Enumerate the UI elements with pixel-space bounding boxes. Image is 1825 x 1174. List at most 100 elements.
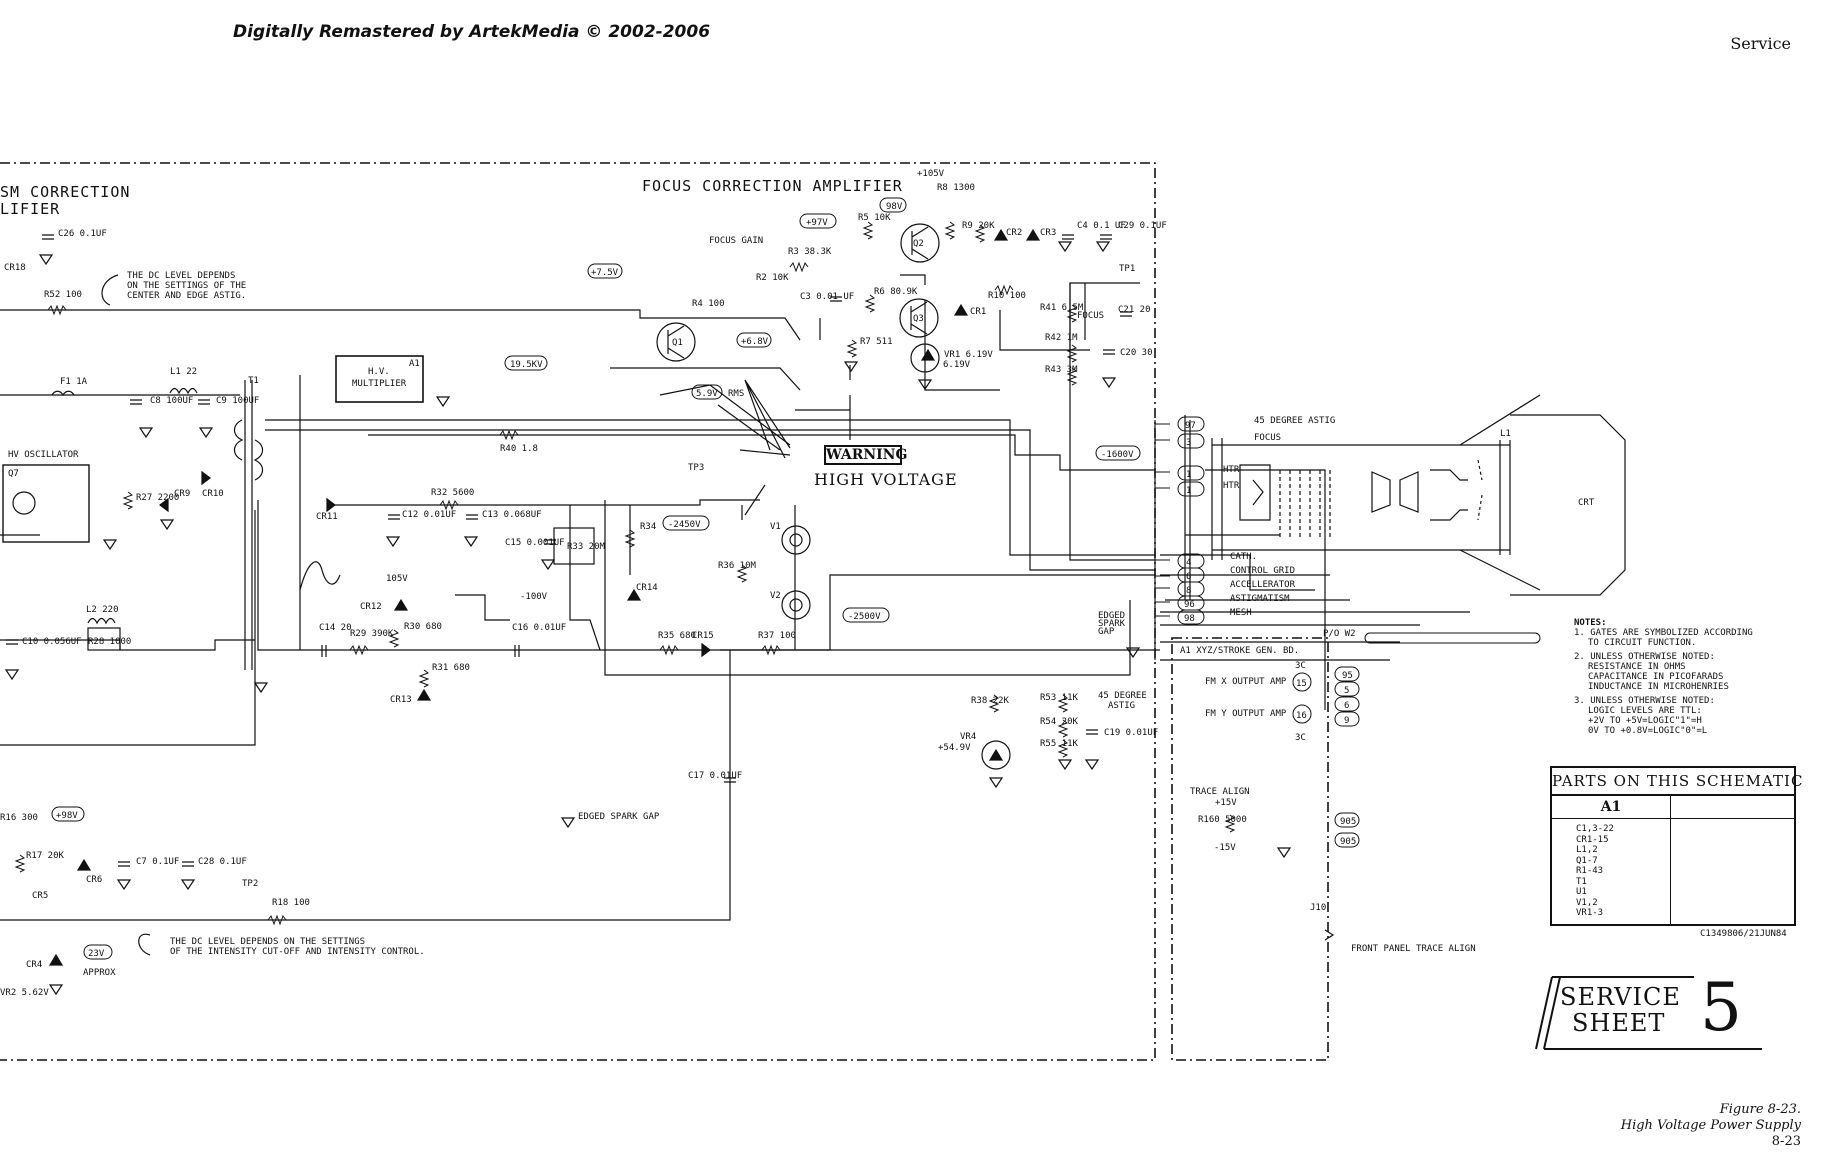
- component-label: R35 680: [658, 631, 696, 641]
- dc-level-note-2-line2: OF THE INTENSITY CUT-OFF AND INTENSITY C…: [170, 947, 425, 957]
- edged-spark-gap-label: EDGED SPARK GAP: [578, 812, 660, 822]
- title-prism-correction: SM CORRECTION: [0, 183, 130, 201]
- connector-pin: 4: [1186, 558, 1191, 568]
- component-label: R54 20K: [1040, 717, 1079, 727]
- component-label: VR2 5.62V: [0, 988, 49, 998]
- note-line: 1. GATES ARE SYMBOLIZED ACCORDING: [1574, 628, 1753, 638]
- high-voltage-label: HIGH VOLTAGE: [814, 470, 958, 489]
- component-label: CR4: [26, 960, 42, 970]
- component-label: L2 220: [86, 605, 119, 615]
- component-label: TP2: [242, 879, 258, 889]
- component-label: V1: [770, 522, 781, 532]
- component-label: C4 0.1 UF: [1077, 221, 1126, 231]
- component-label: R41 6.5M: [1040, 303, 1084, 313]
- connector-pin: 6: [1186, 572, 1191, 582]
- note-line: +2V TO +5V=LOGIC"1"=H: [1588, 716, 1702, 726]
- service-sheet-line1: SERVICE: [1560, 983, 1681, 1011]
- parts-item: C1,3-22: [1576, 824, 1614, 834]
- board-pin: J10: [1310, 903, 1326, 913]
- component-label: C20 30: [1120, 348, 1153, 358]
- component-label: Q1: [672, 338, 683, 348]
- component-label: R6 80.9K: [874, 287, 918, 297]
- component-label: R43 3M: [1045, 365, 1078, 375]
- board-pin: 905: [1340, 837, 1356, 847]
- edged-spark-gap-2-line1: EDGED: [1098, 611, 1125, 621]
- component-label: C13 0.068UF: [482, 510, 542, 520]
- component-label: CR6: [86, 875, 102, 885]
- component-label: R17 20K: [26, 851, 65, 861]
- component-label: CR2: [1006, 228, 1022, 238]
- component-label: C12 0.01UF: [402, 510, 456, 520]
- component-label: R160 5000: [1198, 815, 1247, 825]
- connector-pin: 8: [1186, 586, 1191, 596]
- crt-connection-label: ASTIGMATISM: [1230, 594, 1290, 604]
- parts-item: CR1-15: [1576, 834, 1609, 845]
- page-number: 8-23: [1771, 1134, 1801, 1149]
- component-label: TP1: [1119, 264, 1135, 274]
- parts-item: R1-43: [1576, 866, 1604, 876]
- note-line: 2. UNLESS OTHERWISE NOTED:: [1574, 652, 1715, 662]
- voltage-label: -1600V: [1101, 450, 1134, 460]
- hv-oscillator-label: HV OSCILLATOR: [8, 450, 79, 460]
- component-label: A1: [409, 359, 420, 369]
- service-sheet-frame: [1535, 976, 1762, 1050]
- board-pin: 9: [1344, 716, 1349, 726]
- crt-connection-label: CONTROL GRID: [1230, 566, 1295, 576]
- voltage-label: 6.19V: [943, 360, 971, 370]
- dc-level-note-1-line2: ON THE SETTINGS OF THE: [127, 281, 246, 291]
- component-label: Q7: [8, 469, 19, 479]
- component-label: C26 0.1UF: [58, 229, 107, 239]
- component-label: Q2: [913, 239, 924, 249]
- board-pin: 6: [1344, 701, 1349, 711]
- component-label: R28 1000: [88, 637, 131, 647]
- crt-connection-label: HTR: [1223, 481, 1240, 491]
- component-label: R42 1M: [1045, 333, 1078, 343]
- component-label: R30 680: [404, 622, 442, 632]
- service-sheet-line2: SHEET: [1572, 1009, 1666, 1037]
- warning-box: WARNING: [824, 445, 908, 465]
- component-label: R40 1.8: [500, 444, 538, 454]
- component-label: R10 100: [988, 291, 1026, 301]
- astig-45-line2: ASTIG: [1108, 701, 1135, 711]
- title-focus-correction-amplifier: FOCUS CORRECTION AMPLIFIER: [642, 177, 903, 195]
- component-label: TP3: [688, 463, 704, 473]
- connector-pin: 1: [1186, 470, 1191, 480]
- component-label: CR3: [1040, 228, 1056, 238]
- parts-item: L1,2: [1576, 845, 1598, 855]
- component-label: R4 100: [692, 299, 725, 309]
- parts-table-divider: [1670, 818, 1671, 924]
- voltage-label: 19.5KV: [510, 360, 543, 370]
- parts-table-empty-header: [1671, 796, 1794, 819]
- section-label: Service: [1730, 34, 1791, 53]
- voltage-label: 23V: [88, 949, 105, 959]
- voltage-label: +98V: [56, 811, 78, 821]
- parts-table-column-a1: A1: [1552, 796, 1671, 819]
- note-line: TO CIRCUIT FUNCTION.: [1588, 638, 1697, 648]
- component-label: C21 20: [1118, 305, 1151, 315]
- component-label: VR1 6.19V: [944, 350, 993, 360]
- board-pin: 3C: [1295, 733, 1306, 743]
- voltage-label: +97V: [806, 218, 828, 228]
- component-label: R8 1300: [937, 183, 975, 193]
- figure-caption: Figure 8-23. High Voltage Power Supply 8…: [1621, 1102, 1801, 1150]
- parts-table: PARTS ON THIS SCHEMATIC A1 C1,3-22 CR1-1…: [1550, 766, 1802, 926]
- component-label: CR10: [202, 489, 224, 499]
- edged-spark-gap-2-line2: SPARK: [1098, 619, 1126, 629]
- voltage-label: +7.5V: [591, 268, 619, 278]
- voltage-label: 105V: [386, 574, 408, 584]
- voltage-label: +105V: [917, 169, 945, 179]
- note-line: 3. UNLESS OTHERWISE NOTED:: [1574, 696, 1715, 706]
- component-label: CR1: [970, 307, 986, 317]
- component-label: L1 22: [170, 367, 197, 377]
- component-label: C9 100UF: [216, 396, 259, 406]
- component-label: C17 0.01UF: [688, 771, 742, 781]
- component-label: R27 2200: [136, 493, 179, 503]
- component-label: C19 0.01UF: [1104, 728, 1158, 738]
- component-label: C3 0.01 UF: [800, 292, 854, 302]
- connector-pin: 96: [1184, 600, 1195, 610]
- component-label: C10 0.056UF: [22, 637, 82, 647]
- edged-spark-gap-2-line3: GAP: [1098, 627, 1115, 637]
- component-label: V2: [770, 591, 781, 601]
- component-label: C14 20: [319, 623, 352, 633]
